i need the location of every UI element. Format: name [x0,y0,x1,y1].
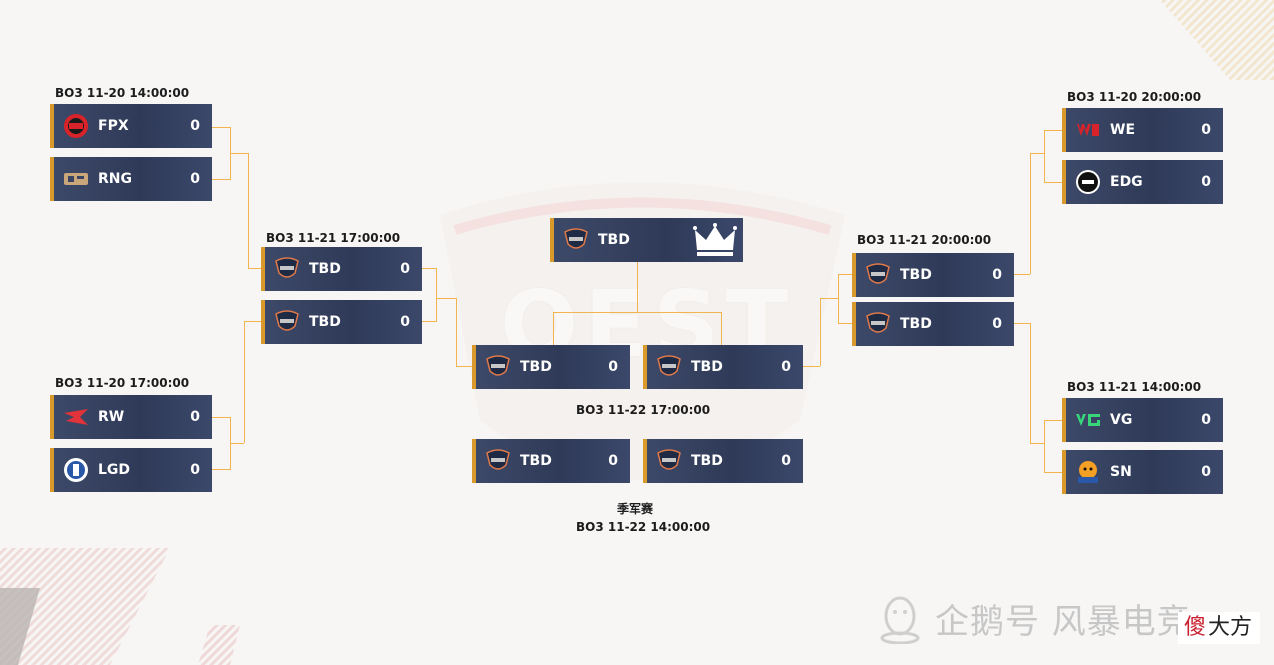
team-slot-rw[interactable]: RW 0 [50,395,212,439]
fpx-logo-icon [62,112,90,140]
team-score: 0 [1201,122,1211,138]
team-score: 0 [190,171,200,187]
match-time-label: BO3 11-21 14:00:00 [1067,380,1202,394]
match-time-label: BO3 11-20 20:00:00 [1067,90,1202,104]
team-name: TBD [900,316,932,332]
team-score: 0 [400,261,410,277]
rng-logo-icon [62,165,90,193]
team-slot-rng[interactable]: RNG 0 [50,157,212,201]
team-slot-tbd[interactable]: TBD 0 [852,302,1014,346]
team-score: 0 [190,462,200,478]
champion-slot[interactable]: TBD [550,218,743,262]
crown-icon [693,222,737,258]
team-name: TBD [900,267,932,283]
team-name: TBD [309,261,341,277]
team-score: 0 [190,409,200,425]
team-name: LGD [98,462,131,478]
team-score: 0 [608,359,618,375]
team-name: TBD [520,359,552,375]
team-score: 0 [992,267,1002,283]
match-time-label: BO3 11-22 14:00:00 [576,520,711,534]
team-score: 0 [190,118,200,134]
team-slot-tbd[interactable]: TBD 0 [472,345,630,389]
team-name: WE [1110,122,1136,138]
watermark-text: 企鹅号 风暴电竞 [935,602,1192,642]
team-slot-vg[interactable]: VG 0 [1062,398,1223,442]
team-name: TBD [691,453,723,469]
penguin-watermark-icon [878,594,922,645]
oest-shield-icon [484,353,512,381]
team-score: 0 [992,316,1002,332]
team-score: 0 [781,359,791,375]
edg-logo-icon [1074,168,1102,196]
third-place-title: 季军赛 [617,502,654,516]
match-time-label: BO3 11-21 17:00:00 [266,231,401,245]
team-slot-lgd[interactable]: LGD 0 [50,448,212,492]
site-badge-text: 大方 [1208,615,1253,640]
match-time-label: BO3 11-21 20:00:00 [857,233,992,247]
oest-shield-icon [655,447,683,475]
lgd-logo-icon [62,456,90,484]
team-name: TBD [598,232,630,248]
team-slot-tbd[interactable]: TBD 0 [261,247,422,291]
oest-shield-icon [864,261,892,289]
team-name: TBD [309,314,341,330]
we-logo-icon [1074,116,1102,144]
team-name: RNG [98,171,132,187]
team-name: EDG [1110,174,1143,190]
team-slot-we[interactable]: WE 0 [1062,108,1223,152]
team-name: SN [1110,464,1132,480]
team-score: 0 [1201,464,1211,480]
team-score: 0 [608,453,618,469]
team-score: 0 [781,453,791,469]
team-name: TBD [520,453,552,469]
oest-shield-icon [484,447,512,475]
team-slot-edg[interactable]: EDG 0 [1062,160,1223,204]
sn-logo-icon [1074,458,1102,486]
team-name: VG [1110,412,1133,428]
team-name: TBD [691,359,723,375]
match-time-label: BO3 11-20 17:00:00 [55,376,190,390]
team-score: 0 [1201,174,1211,190]
team-slot-tbd[interactable]: TBD 0 [472,439,630,483]
team-slot-fpx[interactable]: FPX 0 [50,104,212,148]
team-slot-tbd[interactable]: TBD 0 [261,300,422,344]
site-badge: 傻 大方 [1178,612,1260,644]
team-slot-tbd[interactable]: TBD 0 [643,439,803,483]
team-name: RW [98,409,125,425]
site-badge-char: 傻 [1184,615,1207,640]
match-time-label: BO3 11-20 14:00:00 [55,86,190,100]
team-score: 0 [1201,412,1211,428]
vg-logo-icon [1074,406,1102,434]
oest-shield-icon [273,255,301,283]
oest-shield-icon [562,226,590,254]
team-slot-tbd[interactable]: TBD 0 [643,345,803,389]
team-slot-tbd[interactable]: TBD 0 [852,253,1014,297]
oest-shield-icon [655,353,683,381]
oest-shield-icon [864,310,892,338]
oest-shield-icon [273,308,301,336]
team-score: 0 [400,314,410,330]
match-time-label: BO3 11-22 17:00:00 [576,403,711,417]
rw-logo-icon [62,403,90,431]
team-name: FPX [98,118,129,134]
team-slot-sn[interactable]: SN 0 [1062,450,1223,494]
